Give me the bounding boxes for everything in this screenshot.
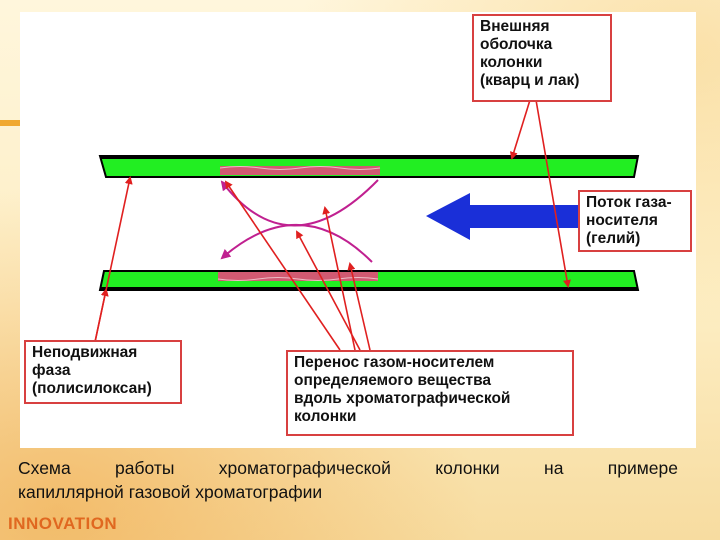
analyte-band-upper bbox=[219, 166, 381, 175]
brand-logo: INNOVATION bbox=[8, 514, 118, 533]
caption-line-2: капиллярной газовой хроматографии bbox=[18, 482, 323, 502]
left-accent-bar bbox=[0, 120, 20, 126]
caption-word: колонки bbox=[435, 458, 500, 478]
caption-word: Схема bbox=[18, 458, 71, 478]
analyte-band-lower bbox=[217, 272, 379, 281]
caption-word: хроматографической bbox=[218, 458, 391, 478]
outer-shell-label: Внешняя оболочка колонки (кварц и лак) bbox=[472, 14, 612, 102]
caption-word: работы bbox=[115, 458, 175, 478]
caption-word: на bbox=[544, 458, 564, 478]
caption-line-1: Схема работы хроматографической колонки … bbox=[18, 456, 678, 480]
pointer-lines bbox=[94, 99, 571, 351]
stationary-phase-label: Неподвижная фаза (полисилоксан) bbox=[24, 340, 182, 404]
transport-label: Перенос газом-носителем определяемого ве… bbox=[286, 350, 574, 436]
carrier-flow-arrow-icon bbox=[426, 193, 578, 240]
carrier-flow-label: Поток газа- носителя (гелий) bbox=[578, 190, 692, 252]
figure-caption: Схема работы хроматографической колонки … bbox=[18, 456, 678, 504]
caption-word: примере bbox=[607, 458, 678, 478]
